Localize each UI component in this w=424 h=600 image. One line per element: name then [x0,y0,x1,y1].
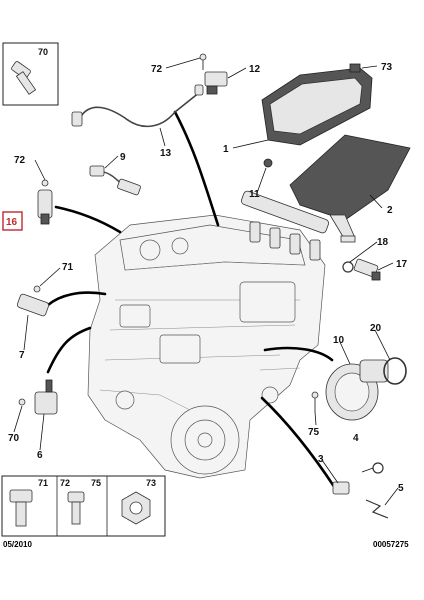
part-6-sensor [18,379,58,415]
part-16-sensor [37,179,53,225]
callout-20: 20 [370,323,382,334]
bottom-fastener-box: 71 72 75 73 [1,475,166,537]
callout-16-highlight: 16 [2,211,23,231]
callout-18: 18 [377,237,389,248]
part-4-clip [372,462,384,474]
callout-5: 5 [398,483,404,494]
part-75-mid-screw [311,391,319,412]
footer-date: 05/2010 [3,540,32,549]
leader-lines [13,57,399,506]
part-12-sensor [204,71,228,95]
part-9-sensor [89,165,141,196]
callout-12: 12 [249,64,261,75]
box-75-label: 75 [91,478,101,488]
part-11-nut [263,158,273,168]
callout-17: 17 [396,259,408,270]
engine-block [87,214,326,479]
box-part-70: 70 [2,42,59,106]
part-3-sensor [332,481,350,495]
callout-9: 9 [120,152,126,163]
box-73-label: 73 [146,478,156,488]
callouts: 72 12 73 1 13 72 9 11 2 18 71 17 7 20 10… [8,62,408,494]
part-18-washer [342,261,354,273]
part-1-ecu [261,63,373,146]
callout-3: 3 [318,454,324,465]
callout-11: 11 [249,189,260,200]
callout-16: 16 [6,217,18,228]
cables [46,110,337,490]
part-20-oring [383,357,407,385]
callout-1: 1 [223,144,229,155]
part-2-bracket [289,134,411,243]
callout-7: 7 [19,350,25,361]
callout-2: 2 [387,205,393,216]
callout-6: 6 [37,450,43,461]
part-13-harness [71,84,204,128]
box-72-label: 72 [60,478,70,488]
callout-75-mid: 75 [308,427,320,438]
footer-ref: 00057275 [373,540,409,549]
callout-70-left: 70 [8,433,20,444]
callout-71-left: 71 [62,262,74,273]
part-7-sensor [16,285,50,317]
callout-72-left: 72 [14,155,26,166]
box-71-label: 71 [38,478,48,488]
callout-73-top: 73 [381,62,393,73]
part-10-throttle-body [325,359,389,421]
bolt-70-icon [11,61,37,95]
part-17-sensor [353,258,381,281]
screw-72-75-icon [67,491,85,525]
callout-13: 13 [160,148,172,159]
nut-73-icon [121,491,151,525]
part-5-spring-clip [365,499,389,519]
callout-10: 10 [333,335,345,346]
bolt-71-icon [9,489,33,527]
callout-4: 4 [353,433,359,444]
callout-72-top: 72 [151,64,163,75]
fuel-rail [241,190,329,261]
box-70-label: 70 [38,47,48,57]
part-72-top-screw [199,53,207,70]
